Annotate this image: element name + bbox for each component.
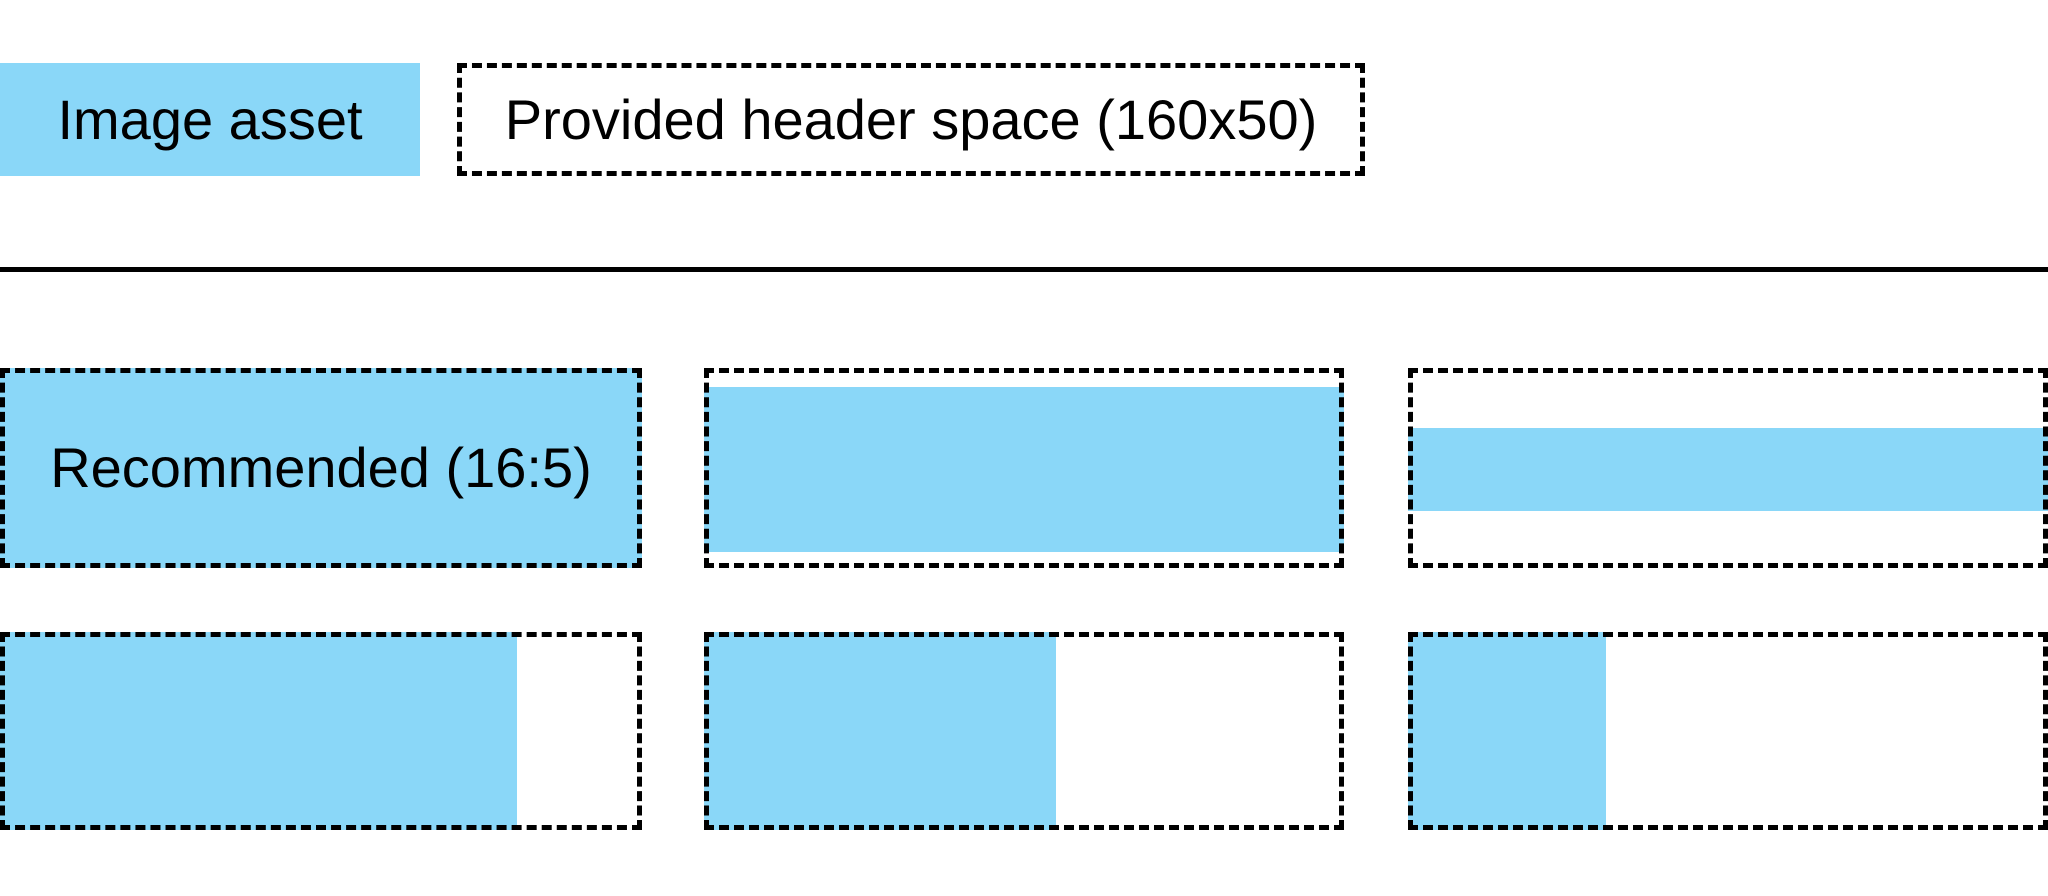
example-tall-wide-asset-box bbox=[0, 632, 642, 830]
image-asset-fill-left-31 bbox=[1408, 632, 1607, 830]
image-asset-fill-thin-band bbox=[1408, 428, 2048, 511]
image-asset-fill-letterboxed bbox=[704, 387, 1344, 552]
legend-header-space-label: Provided header space (160x50) bbox=[504, 87, 1318, 151]
image-asset-fill-full bbox=[0, 368, 642, 568]
example-wide-banner-box bbox=[704, 368, 1344, 568]
legend-image-asset-label: Image asset bbox=[57, 87, 363, 151]
legend-image-asset-swatch: Image asset bbox=[0, 63, 420, 176]
example-tall-narrow-asset-box bbox=[1408, 632, 2048, 830]
legend-header-space-box: Provided header space (160x50) bbox=[457, 63, 1365, 176]
example-extra-wide-banner-box bbox=[1408, 368, 2048, 568]
image-asset-fill-left-80 bbox=[0, 632, 517, 830]
example-tall-medium-asset-box bbox=[704, 632, 1344, 830]
example-recommended-16-5-box: Recommended (16:5) bbox=[0, 368, 642, 568]
image-asset-fill-left-55 bbox=[704, 632, 1056, 830]
divider-line bbox=[0, 267, 2048, 272]
recommended-ratio-label: Recommended (16:5) bbox=[50, 436, 592, 499]
